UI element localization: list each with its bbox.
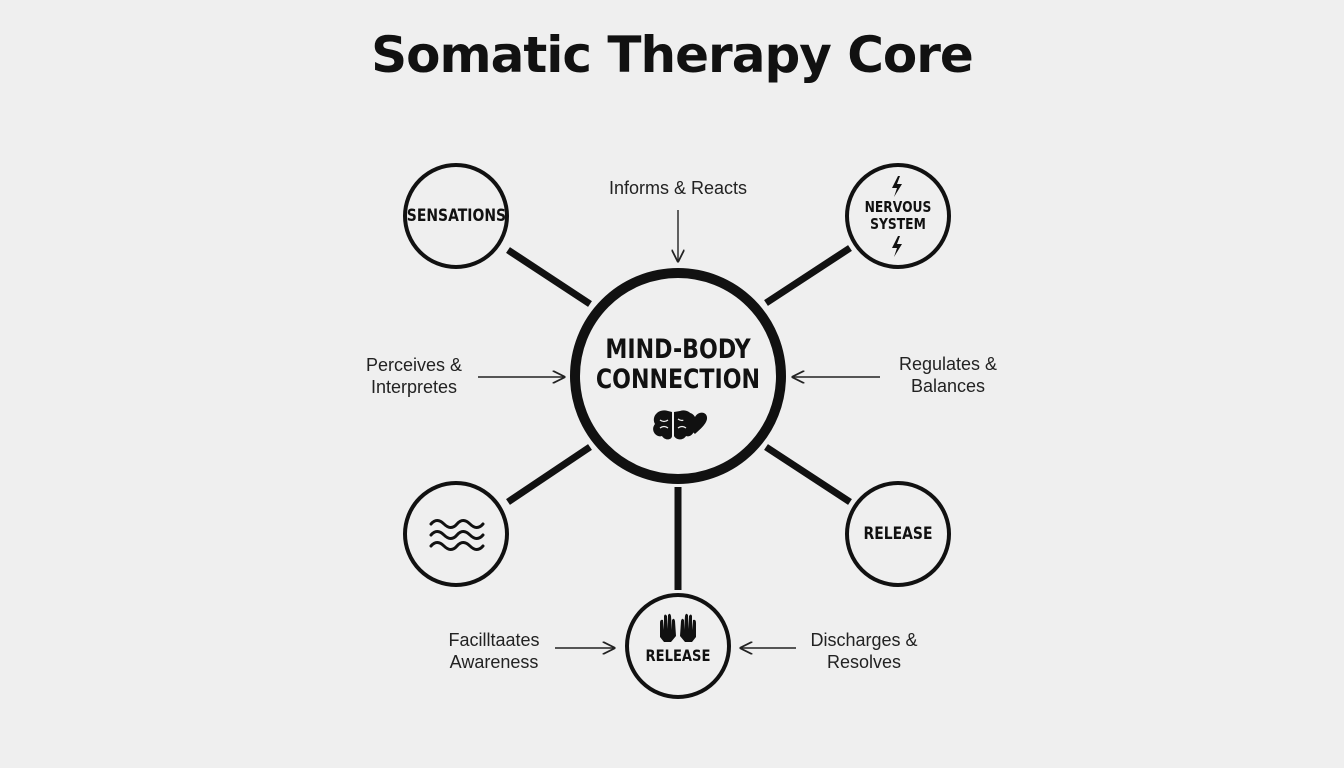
release-bottom-label: RELEASE <box>645 646 711 665</box>
center-label-line1: MIND-BODY <box>605 334 751 365</box>
release-right-label: RELEASE <box>863 524 933 544</box>
mind-body-connection-hub <box>570 268 786 484</box>
diagram-title: Somatic Therapy Core <box>371 26 974 84</box>
annotation-perceives-line2: Interpretes <box>370 377 458 397</box>
sensations-label: SENSATIONS <box>406 206 507 226</box>
center-label-line2: CONNECTION <box>595 364 761 395</box>
connector-release-right <box>764 444 852 505</box>
sensations-node <box>403 163 509 269</box>
connector-waves <box>506 444 592 505</box>
annotation-perceives-line1: Perceives & <box>365 355 463 375</box>
annotation-facilitates-line2: Awareness <box>449 652 539 672</box>
release-right-node <box>845 481 951 587</box>
nervous-system-label-line2: SYSTEM <box>870 215 926 233</box>
open-hands-icon <box>660 613 696 642</box>
annotation-discharges-line1: Discharges & <box>810 630 918 650</box>
connector-sensations <box>506 247 592 307</box>
release-bottom-node <box>625 593 731 699</box>
annotation-regulates-line1: Regulates & <box>898 354 998 374</box>
annotation-discharges-line2: Resolves <box>826 652 902 672</box>
annotation-informs-reacts: Informs & Reacts <box>608 178 748 198</box>
nervous-system-label-line1: NERVOUS <box>864 198 932 216</box>
nervous-system-node <box>845 163 951 269</box>
annotation-facilitates-line1: Facilltaates <box>448 630 540 650</box>
annotation-regulates-line2: Balances <box>910 376 986 396</box>
lightning-bolt-icon <box>892 176 902 257</box>
connector-nervous-system <box>764 245 852 306</box>
brain-heart-icon <box>653 410 708 440</box>
waves-icon <box>429 519 485 551</box>
